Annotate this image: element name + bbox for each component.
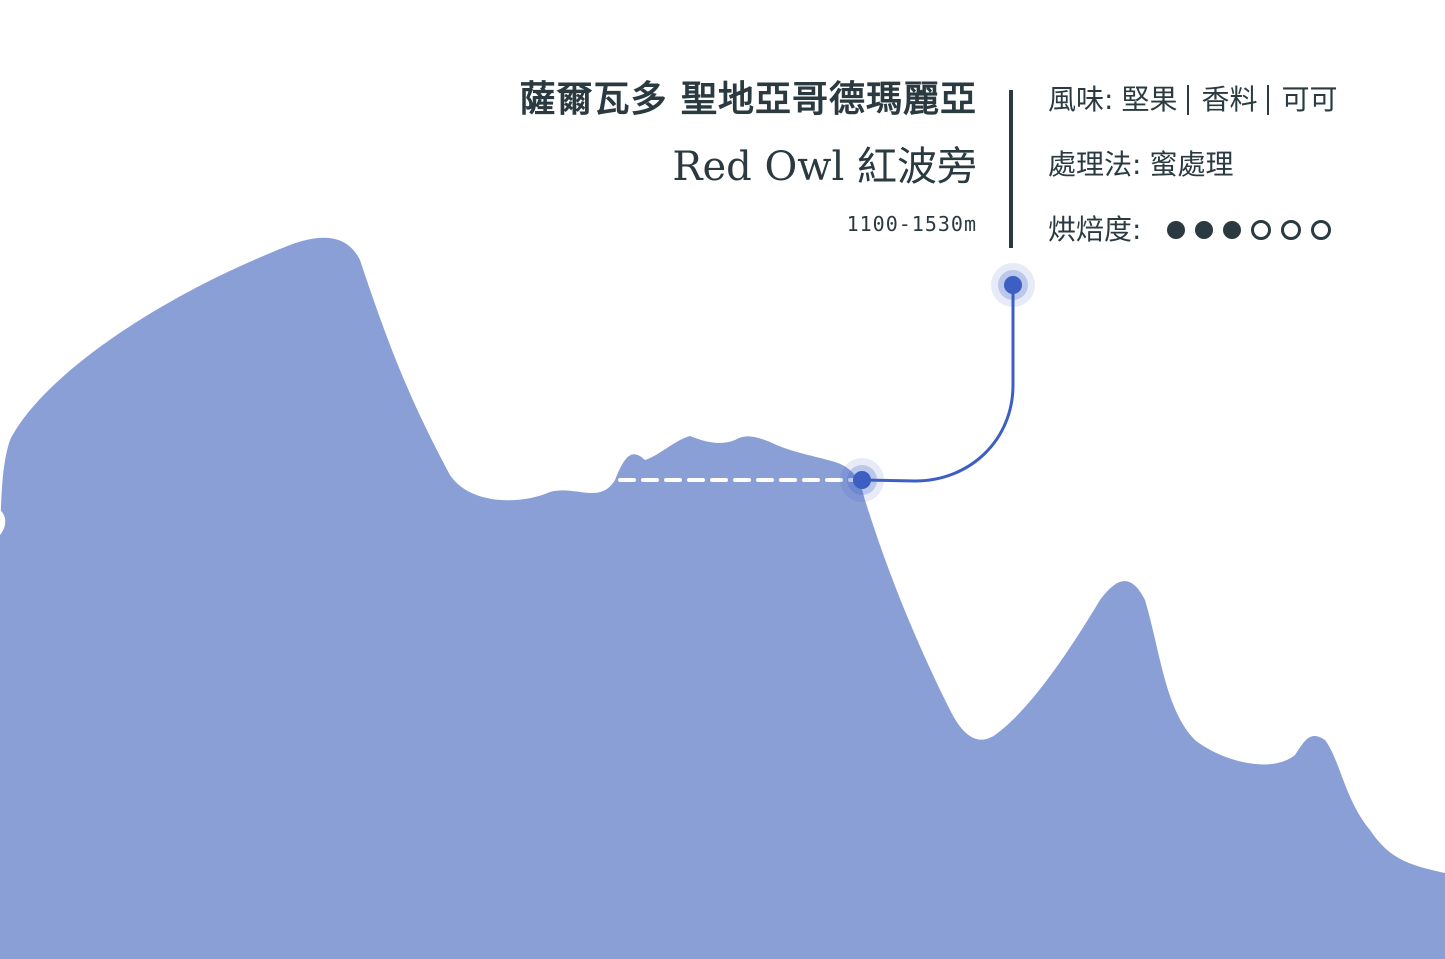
process-value: 蜜處理 bbox=[1149, 148, 1234, 181]
flavor-note-2: 香料 bbox=[1201, 83, 1258, 116]
roast-empty-circle-icon bbox=[1311, 220, 1332, 240]
roast-filled-circle-icon bbox=[1223, 221, 1242, 239]
info-marker-icon bbox=[991, 263, 1035, 307]
roast-empty-circle-icon bbox=[1251, 220, 1272, 240]
left-edge-notch bbox=[0, 510, 6, 535]
origin-name: 薩爾瓦多 聖地亞哥德瑪麗亞 bbox=[519, 79, 977, 120]
flavor-label: 風味: bbox=[1048, 83, 1114, 116]
connector-line bbox=[861, 285, 1015, 483]
origin-title-block: 薩爾瓦多 聖地亞哥德瑪麗亞 Red Owl 紅波旁 1100-1530m bbox=[519, 72, 977, 238]
farm-name: Red Owl 紅波旁 bbox=[672, 144, 977, 190]
flavor-note-1: 堅果 bbox=[1121, 83, 1178, 116]
flavor-row: 風味: 堅果 香料 可可 bbox=[1048, 78, 1337, 122]
coffee-details: 風味: 堅果 香料 可可 處理法: 蜜處理 烘焙度: bbox=[1048, 78, 1337, 273]
flavor-separator bbox=[1267, 85, 1270, 115]
roast-row: 烘焙度: bbox=[1048, 208, 1337, 252]
roast-empty-circle-icon bbox=[1281, 220, 1302, 240]
process-label: 處理法: bbox=[1048, 148, 1142, 181]
altitude-range: 1100-1530m bbox=[846, 212, 977, 236]
flavor-note-3: 可可 bbox=[1281, 83, 1338, 116]
vertical-divider bbox=[1009, 90, 1013, 248]
mountain-silhouette bbox=[0, 237, 1445, 959]
roast-filled-circle-icon bbox=[1195, 221, 1214, 239]
roast-label: 烘焙度: bbox=[1048, 213, 1142, 246]
process-row: 處理法: 蜜處理 bbox=[1048, 143, 1337, 187]
roast-level-indicator bbox=[1167, 220, 1332, 240]
roast-filled-circle-icon bbox=[1167, 221, 1186, 239]
location-marker-icon bbox=[840, 458, 884, 502]
flavor-separator bbox=[1187, 85, 1190, 115]
